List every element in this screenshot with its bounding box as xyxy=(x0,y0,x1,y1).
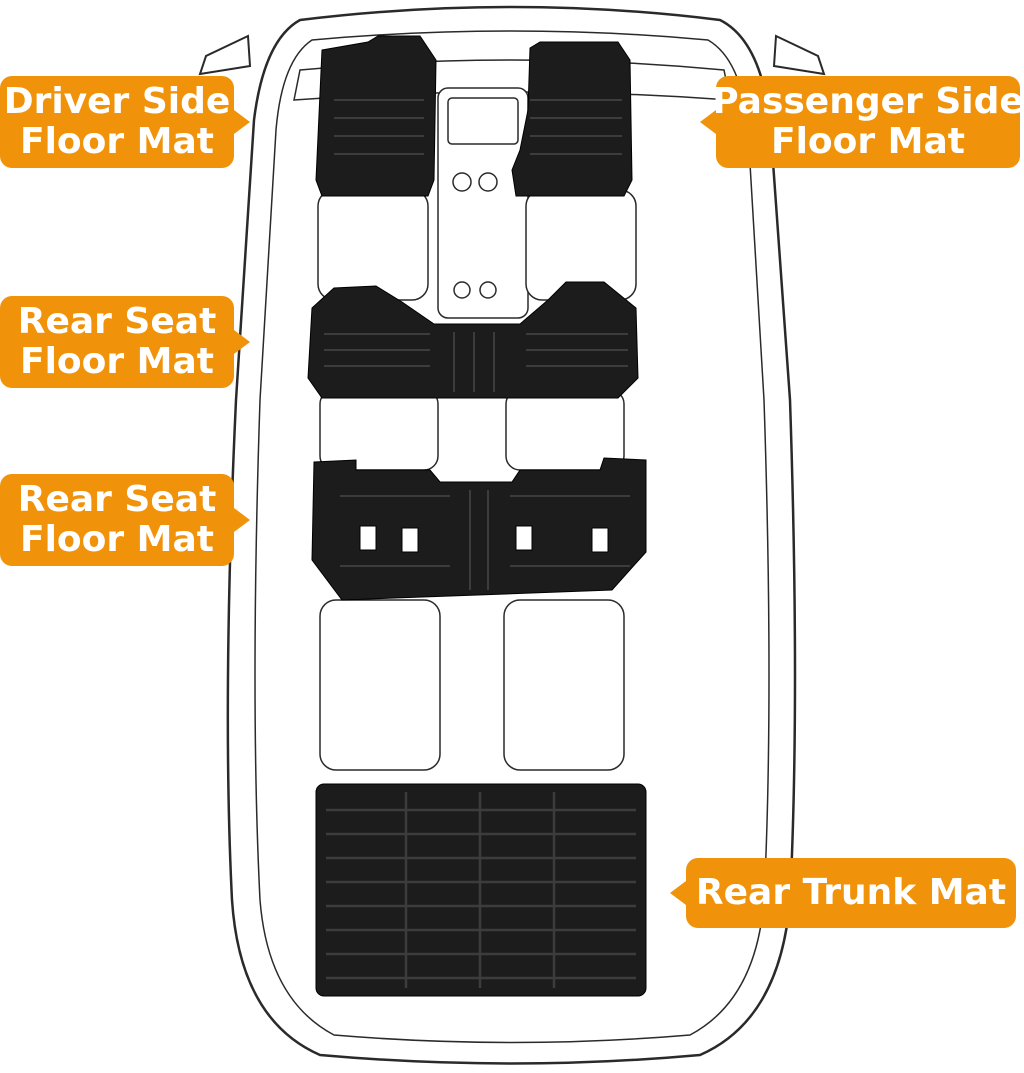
driver-side-floor-mat-callout: Driver Side Floor Mat xyxy=(0,76,250,168)
car-inner-outline xyxy=(254,30,770,1044)
console-knob xyxy=(478,172,498,192)
callout-text: Floor Mat xyxy=(770,121,965,162)
console-knob xyxy=(453,281,471,299)
third-row-left-seat xyxy=(319,599,441,771)
console-knob xyxy=(479,281,497,299)
front-left-seat xyxy=(317,189,429,301)
rear-seat-floor-mat-callout: Rear Seat Floor Mat xyxy=(0,296,250,388)
center-screen xyxy=(447,97,519,145)
callout-text: Floor Mat xyxy=(19,341,214,382)
rear-seat-floor-mat-callout: Rear Seat Floor Mat xyxy=(0,474,250,566)
callout-text: Rear Seat xyxy=(17,301,217,342)
callout-text: Floor Mat xyxy=(19,121,214,162)
passenger-side-floor-mat-callout: Passenger Side Floor Mat xyxy=(700,76,1024,168)
console-knob xyxy=(452,172,472,192)
rear-trunk-mat-callout: Rear Trunk Mat xyxy=(670,858,1016,928)
callout-text: Rear Trunk Mat xyxy=(695,872,1007,913)
callout-text: Floor Mat xyxy=(19,519,214,560)
third-row-mat xyxy=(311,457,647,601)
second-row-left-seat xyxy=(319,389,439,471)
mat-seat-cutout xyxy=(515,525,533,551)
mat-seat-cutout xyxy=(591,527,609,553)
callout-text: Rear Seat xyxy=(17,479,217,520)
mat-seat-cutout xyxy=(401,527,419,553)
driver-side-mat xyxy=(315,35,437,197)
callout-text: Driver Side xyxy=(3,81,231,122)
right-mirror xyxy=(772,34,826,76)
callout-text: Passenger Side xyxy=(712,81,1024,122)
third-row-right-seat xyxy=(503,599,625,771)
left-mirror xyxy=(198,34,252,76)
mat-seat-cutout xyxy=(359,525,377,551)
